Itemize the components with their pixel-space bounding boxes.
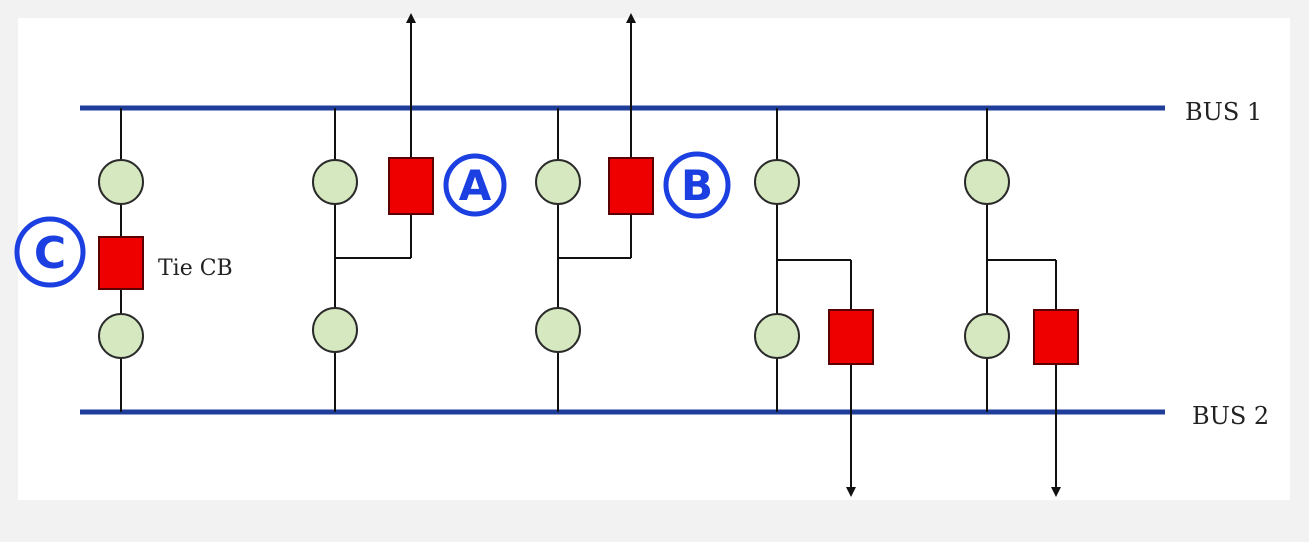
- disconnect-switch: [964, 313, 1010, 359]
- disconnect-switch: [312, 307, 358, 353]
- disconnect-switch: [98, 159, 144, 205]
- marker-a-letter: A: [459, 161, 492, 210]
- diagram-panel: [18, 18, 1290, 500]
- feeder-bay-b: [557, 13, 636, 412]
- disconnect-switch: [754, 159, 800, 205]
- marker-c: C: [14, 216, 86, 288]
- marker-c-letter: C: [34, 228, 66, 279]
- tie-circuit-breaker: [98, 236, 144, 290]
- circuit-breaker: [1033, 309, 1079, 365]
- feeder-bay-down-2: [986, 108, 1061, 497]
- feeder-bay-a: [334, 13, 416, 412]
- tie-cb-label: Tie CB: [158, 256, 233, 281]
- feeder-bay-down-1: [776, 108, 856, 497]
- disconnect-switch: [964, 159, 1010, 205]
- disconnect-switch: [535, 159, 581, 205]
- circuit-breaker-b: [608, 157, 654, 215]
- disconnect-switch: [535, 307, 581, 353]
- marker-b-letter: B: [681, 161, 713, 210]
- circuit-breaker-a: [388, 157, 434, 215]
- marker-a: A: [443, 153, 507, 217]
- bus-2-label: BUS 2: [1192, 402, 1269, 430]
- bus-1-label: BUS 1: [1185, 98, 1262, 126]
- circuit-breaker: [828, 309, 874, 365]
- disconnect-switch: [754, 313, 800, 359]
- marker-b: B: [663, 151, 731, 219]
- disconnect-switch: [312, 159, 358, 205]
- disconnect-switch: [98, 313, 144, 359]
